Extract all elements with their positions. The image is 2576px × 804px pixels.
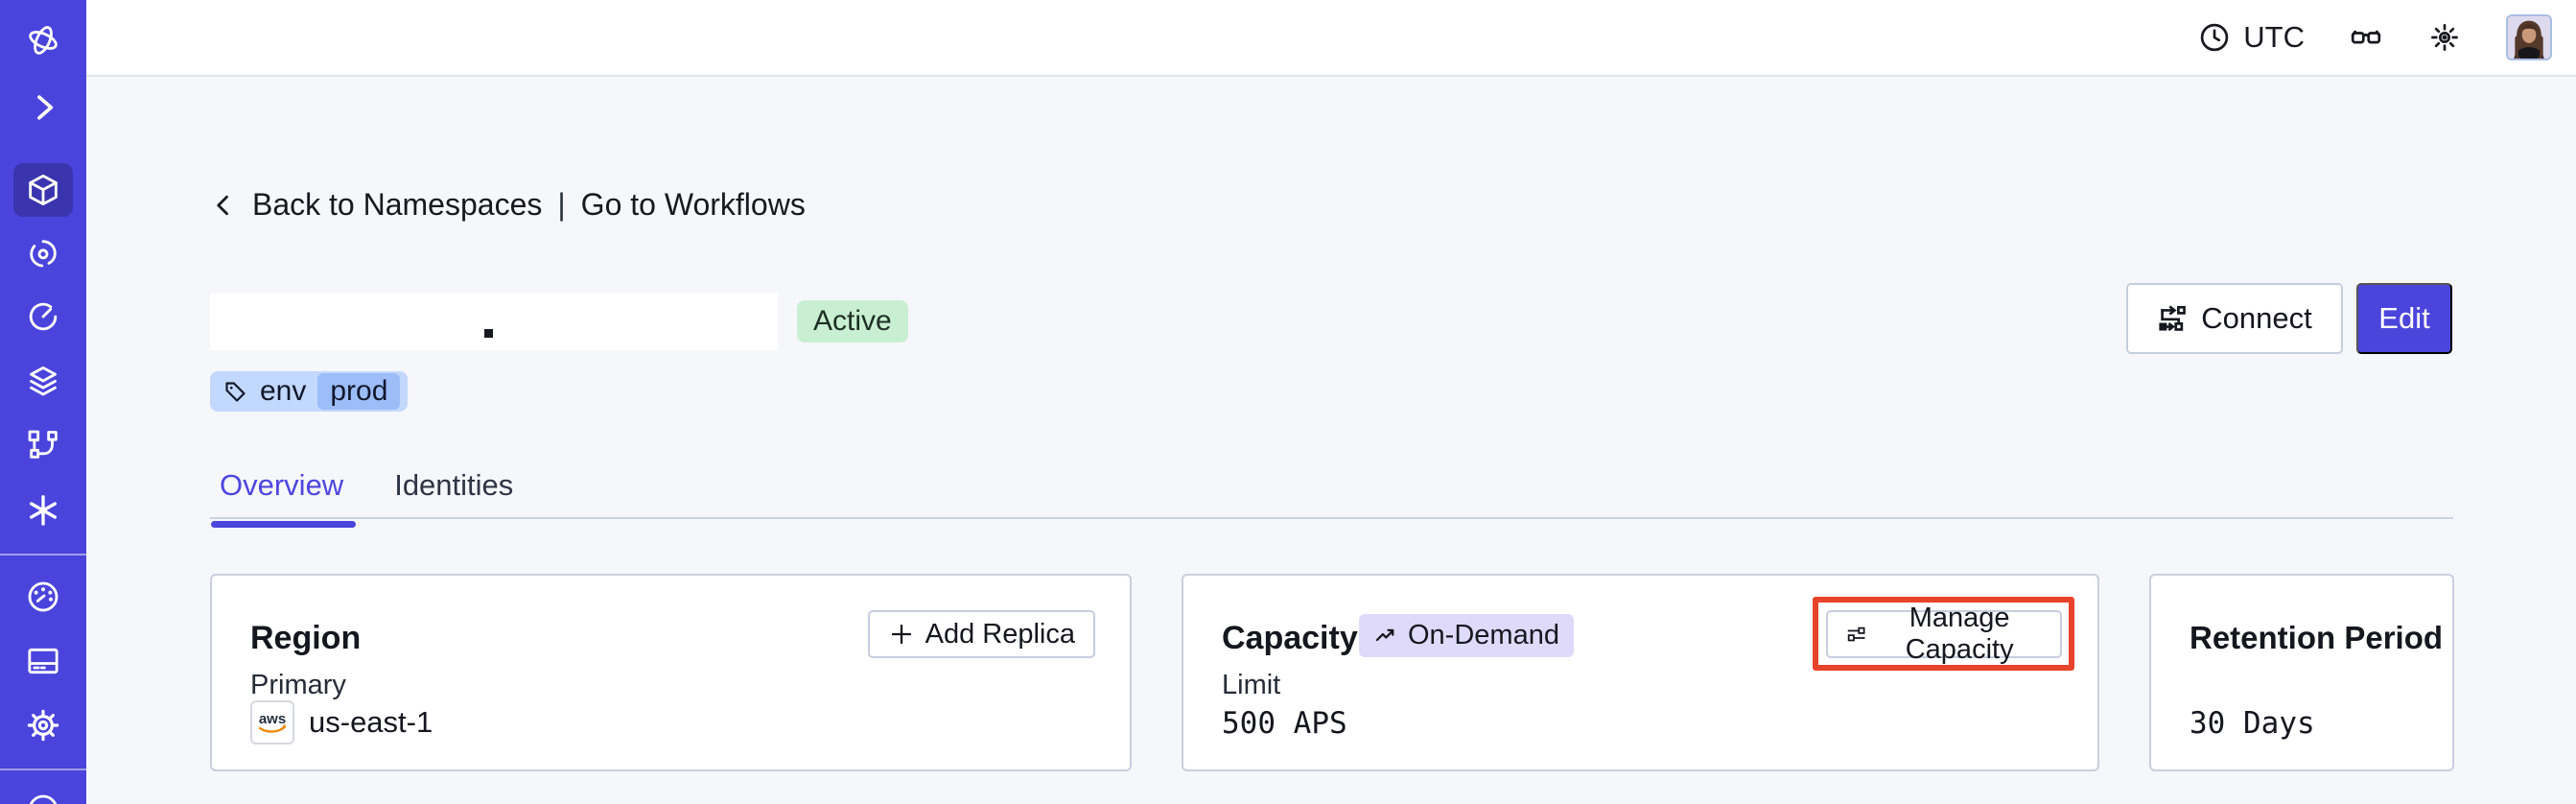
aws-provider-icon: aws	[250, 700, 294, 745]
capacity-limit-value: 500 APS	[1222, 706, 1347, 741]
asterisk-icon	[29, 495, 57, 526]
namespaces-cube-icon	[29, 174, 58, 206]
theme-toggle-sun-icon[interactable]	[2427, 20, 2462, 55]
sliders-icon	[1847, 627, 1865, 642]
sidebar-item-interceptors[interactable]	[24, 491, 62, 530]
retention-value: 30 Days	[2190, 706, 2315, 741]
status-badge: Active	[797, 300, 908, 343]
manage-capacity-button[interactable]: Manage Capacity	[1826, 603, 2062, 665]
sidebar-item-pipelines[interactable]	[24, 426, 62, 464]
namespace-title-redacted	[210, 294, 778, 350]
retention-card-title: Retention Period	[2190, 620, 2444, 655]
retention-card: Retention Period 30 Days	[2149, 574, 2454, 771]
sidebar-item-support[interactable]	[24, 791, 62, 804]
usage-gauge-icon	[28, 581, 59, 612]
sidebar-item-billing[interactable]	[24, 642, 62, 680]
namespace-tag[interactable]: env prod	[210, 371, 409, 412]
sidebar-item-nexus[interactable]	[24, 234, 62, 272]
sidebar-item-deployments[interactable]	[24, 362, 62, 400]
sidebar-item-namespaces[interactable]	[13, 163, 73, 217]
manage-capacity-label: Manage Capacity	[1905, 603, 2014, 665]
capacity-limit-label: Limit	[1222, 670, 1281, 700]
region-primary-label: Primary	[250, 670, 346, 700]
sidebar-divider	[0, 554, 86, 556]
on-demand-label: On-Demand	[1408, 620, 1559, 650]
breadcrumb-back-link[interactable]: Back to Namespaces	[252, 187, 543, 222]
add-replica-label: Add Replica	[925, 618, 1075, 650]
sidebar-item-settings[interactable]	[24, 706, 62, 745]
sidebar	[0, 0, 86, 804]
sidebar-divider	[0, 769, 86, 770]
capacity-card-title: Capacity	[1222, 620, 1358, 656]
topbar: UTC	[86, 0, 2576, 77]
deployments-layers-icon	[30, 366, 57, 396]
region-card-title: Region	[250, 620, 362, 656]
expand-sidebar-chevron-icon[interactable]	[24, 88, 62, 127]
tag-icon	[225, 381, 246, 402]
edit-button-label: Edit	[2378, 301, 2430, 335]
sidebar-item-schedules[interactable]	[24, 297, 62, 336]
support-circle-icon	[29, 794, 58, 804]
add-replica-button[interactable]: Add Replica	[867, 610, 1095, 658]
breadcrumb-separator: |	[557, 187, 566, 222]
region-card: Region Add Replica Primary aws us-east-1	[210, 574, 1132, 771]
timezone-label: UTC	[2243, 20, 2305, 54]
temporal-logo-icon[interactable]	[24, 21, 62, 59]
breadcrumb-workflows-link[interactable]: Go to Workflows	[580, 187, 806, 222]
nexus-spiral-icon	[30, 240, 57, 268]
connect-button-label: Connect	[2201, 301, 2312, 335]
tab-bar: Overview Identities	[210, 468, 514, 528]
tag-key: env	[260, 375, 307, 407]
schedules-clock-icon	[29, 302, 58, 331]
billing-card-icon	[28, 648, 59, 674]
sidebar-item-usage[interactable]	[24, 578, 62, 616]
connect-button[interactable]: Connect	[2126, 283, 2343, 354]
tag-value: prod	[317, 373, 401, 410]
tab-identities[interactable]: Identities	[394, 468, 514, 502]
region-name: us-east-1	[309, 705, 433, 739]
main-content: Back to Namespaces | Go to Workflows Act…	[86, 77, 2576, 804]
clock-icon	[2201, 23, 2229, 52]
plus-icon	[891, 625, 911, 644]
edit-button[interactable]: Edit	[2356, 283, 2452, 354]
trending-up-icon	[1375, 628, 1394, 642]
settings-gear-icon	[27, 709, 59, 742]
region-value-row: aws us-east-1	[250, 700, 433, 745]
tab-overview[interactable]: Overview	[210, 468, 357, 528]
timezone-selector[interactable]: UTC	[2197, 20, 2305, 55]
capacity-card: Capacity On-Demand Manage Capacity Limit…	[1182, 574, 2099, 771]
back-chevron-icon[interactable]	[210, 192, 237, 219]
on-demand-badge: On-Demand	[1359, 614, 1574, 657]
connect-flow-icon	[2159, 305, 2187, 332]
pipelines-branch-icon	[28, 430, 58, 459]
user-avatar[interactable]	[2506, 14, 2552, 60]
accessibility-glasses-icon[interactable]	[2349, 20, 2383, 55]
breadcrumb: Back to Namespaces | Go to Workflows	[210, 187, 806, 223]
svg-text:aws: aws	[259, 711, 286, 727]
tabs-divider	[210, 517, 2453, 519]
namespace-title-dot	[484, 329, 493, 338]
